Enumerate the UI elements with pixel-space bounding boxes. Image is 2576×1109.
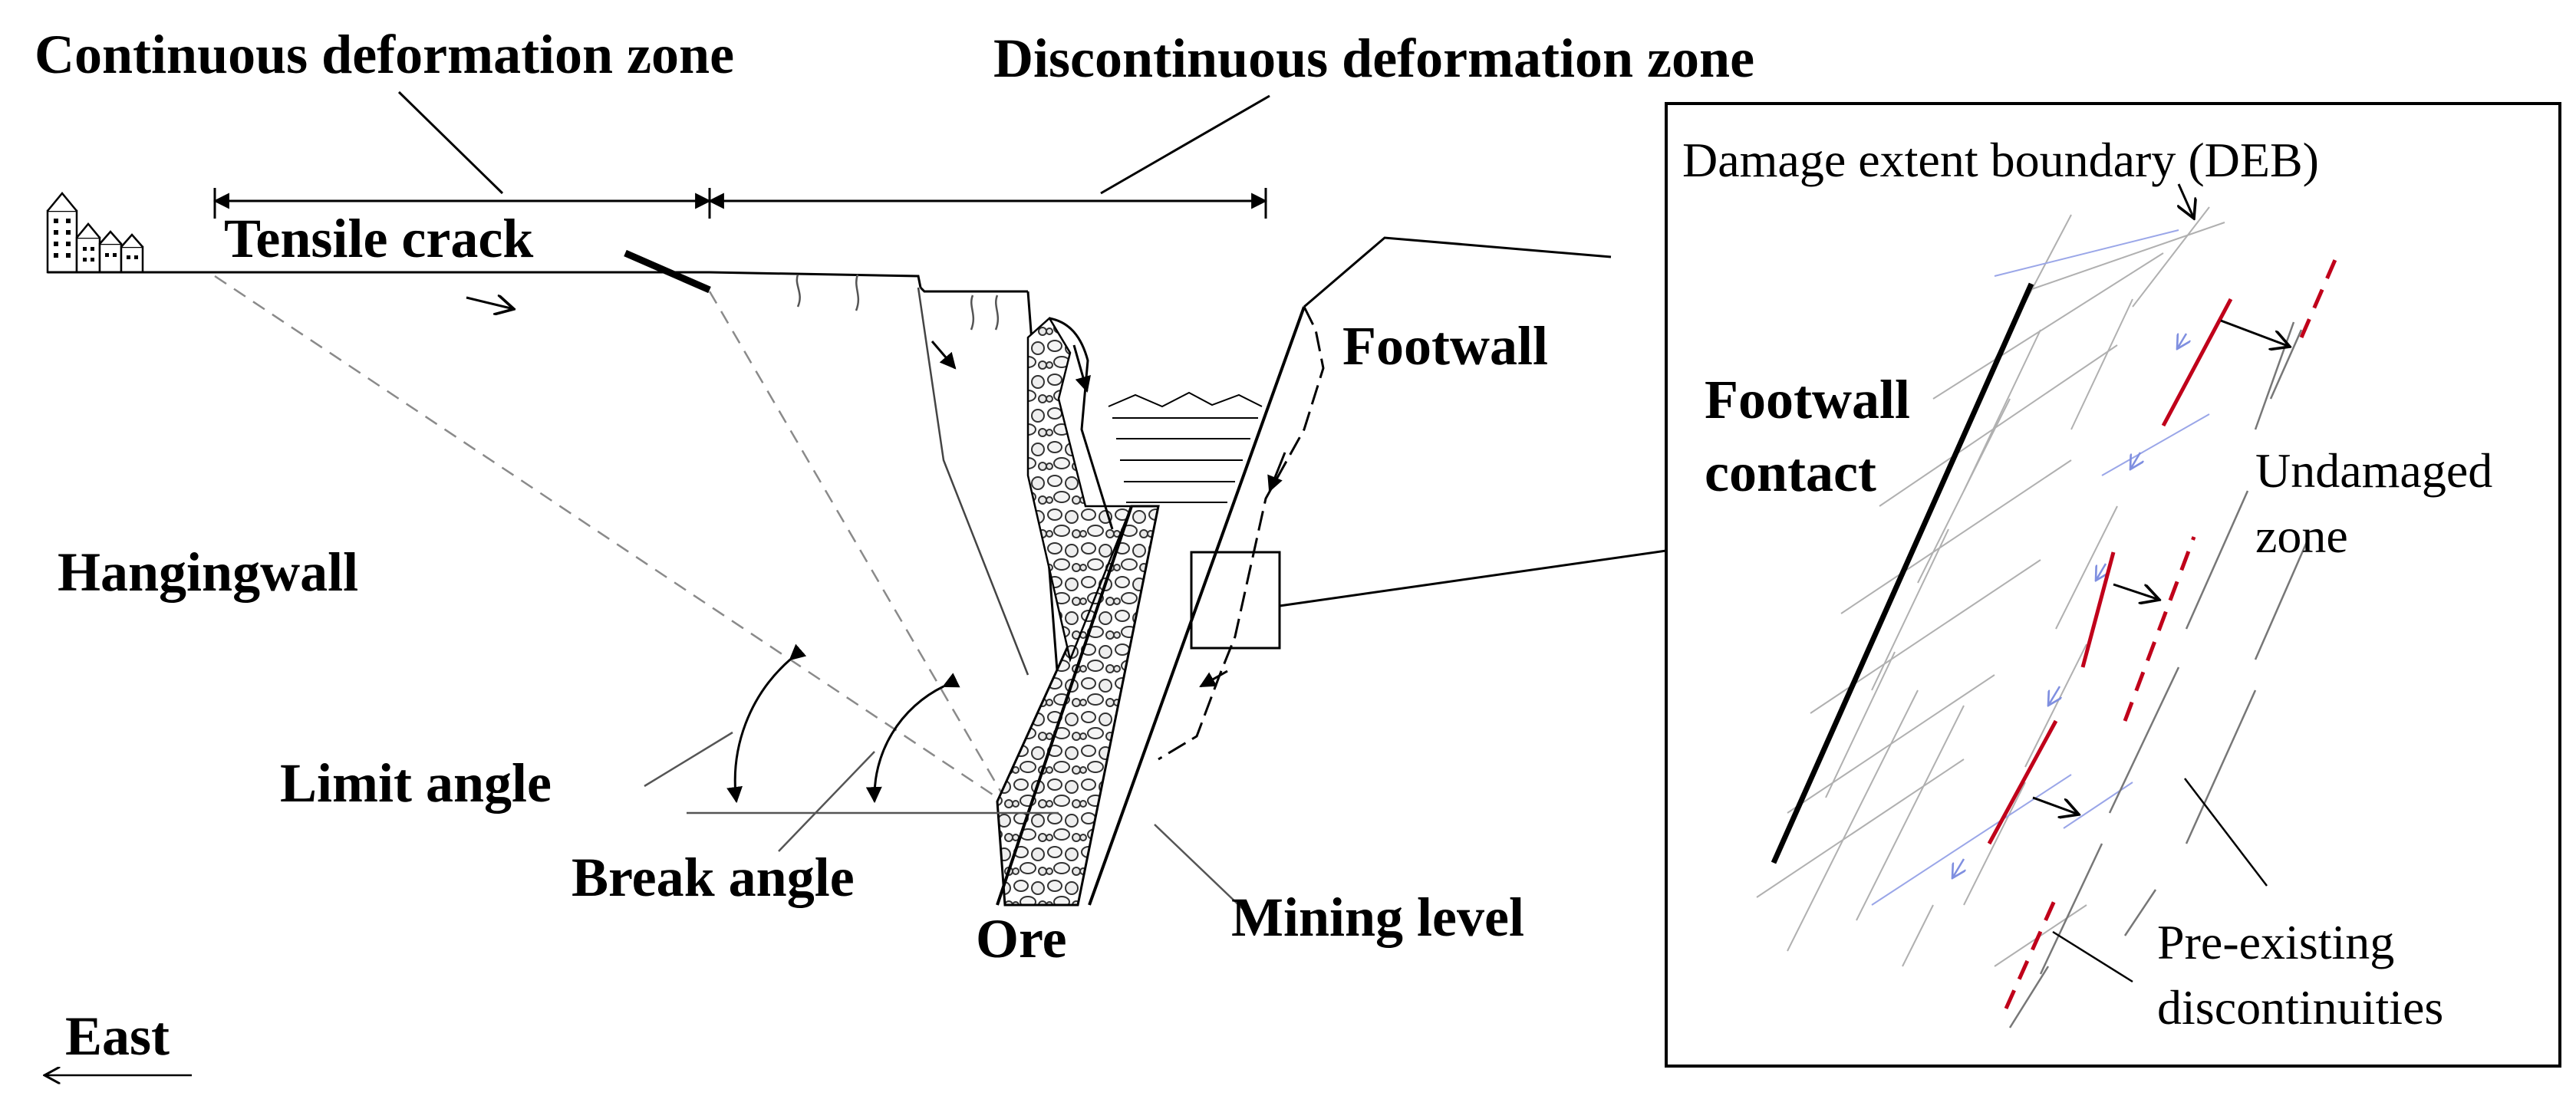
ore-hangingwall-contact [996, 505, 1133, 906]
inset-arrows [2032, 183, 2290, 814]
footwall-slip-arrow-upper [1267, 452, 1286, 492]
deb-dashed [2004, 248, 2342, 1010]
damage-extent-boundary [1987, 298, 2233, 845]
limit-angle-arc [726, 643, 807, 804]
caving-block-arrow [1072, 344, 1091, 393]
footwall-contact-line [1771, 282, 2034, 864]
break-angle-arc [865, 673, 960, 804]
limit-angle-guides [214, 275, 1010, 807]
hangingwall-label: Hangingwall [58, 541, 358, 603]
limit-angle-label: Limit angle [280, 752, 552, 814]
footwall-surface [1303, 236, 1612, 308]
continuous-zone-label: Continuous deformation zone [35, 24, 734, 85]
deb-label: Damage extent boundary (DEB) [1682, 133, 2319, 187]
discontinuous-zone-leader [1100, 94, 1270, 195]
east-label: East [65, 1005, 170, 1067]
surface-movement-arrow [466, 298, 514, 309]
footwall-contact-label-line1: Footwall [1705, 369, 1910, 430]
footwall-label: Footwall [1342, 315, 1548, 377]
break-angle-label: Break angle [572, 847, 855, 908]
blue-slip-arrows [1952, 334, 2186, 878]
caved-rubble-upper [1026, 317, 1133, 663]
joint-network [1756, 206, 2225, 967]
footwall-failure-boundary [1158, 306, 1325, 761]
preexisting-label-line1: Pre-existing [2157, 915, 2394, 969]
break-angle-leader [778, 751, 875, 852]
undamaged-zone-label-line1: Undamaged [2255, 443, 2492, 498]
zoom-connector [1279, 549, 1667, 607]
preexisting-label-line2: discontinuities [2157, 980, 2443, 1035]
hangingwall-cave-arrow [931, 341, 957, 370]
inset-panel [1665, 102, 2561, 1068]
preexisting-leader-lower [2052, 930, 2133, 983]
footwall-contact-label-line2: contact [1705, 442, 1876, 503]
footwall-slip-arrow-lower [1199, 670, 1228, 688]
tensile-crack-label: Tensile crack [224, 208, 533, 269]
undamaged-zone-label-line2: zone [2255, 508, 2348, 563]
failure-surface [917, 287, 1029, 676]
discontinuous-zone-label: Discontinuous deformation zone [993, 28, 1754, 89]
buildings-icon [46, 192, 144, 274]
mining-level-label: Mining level [1231, 887, 1524, 948]
surface-cracks [796, 274, 1000, 331]
ground-surface [48, 271, 1060, 691]
ore-label: Ore [976, 908, 1067, 969]
limit-angle-leader [644, 731, 733, 788]
preexisting-leader-upper [2184, 778, 2268, 887]
crater-fill-layers [1108, 391, 1263, 503]
dimension-lines [212, 188, 1268, 219]
continuous-zone-leader [397, 90, 504, 195]
caving-block [1049, 317, 1114, 530]
tensile-crack-mark [624, 249, 711, 294]
mining-level-leader [1154, 824, 1244, 910]
ore-footwall-contact [1088, 306, 1306, 906]
zoom-box [1190, 551, 1281, 650]
